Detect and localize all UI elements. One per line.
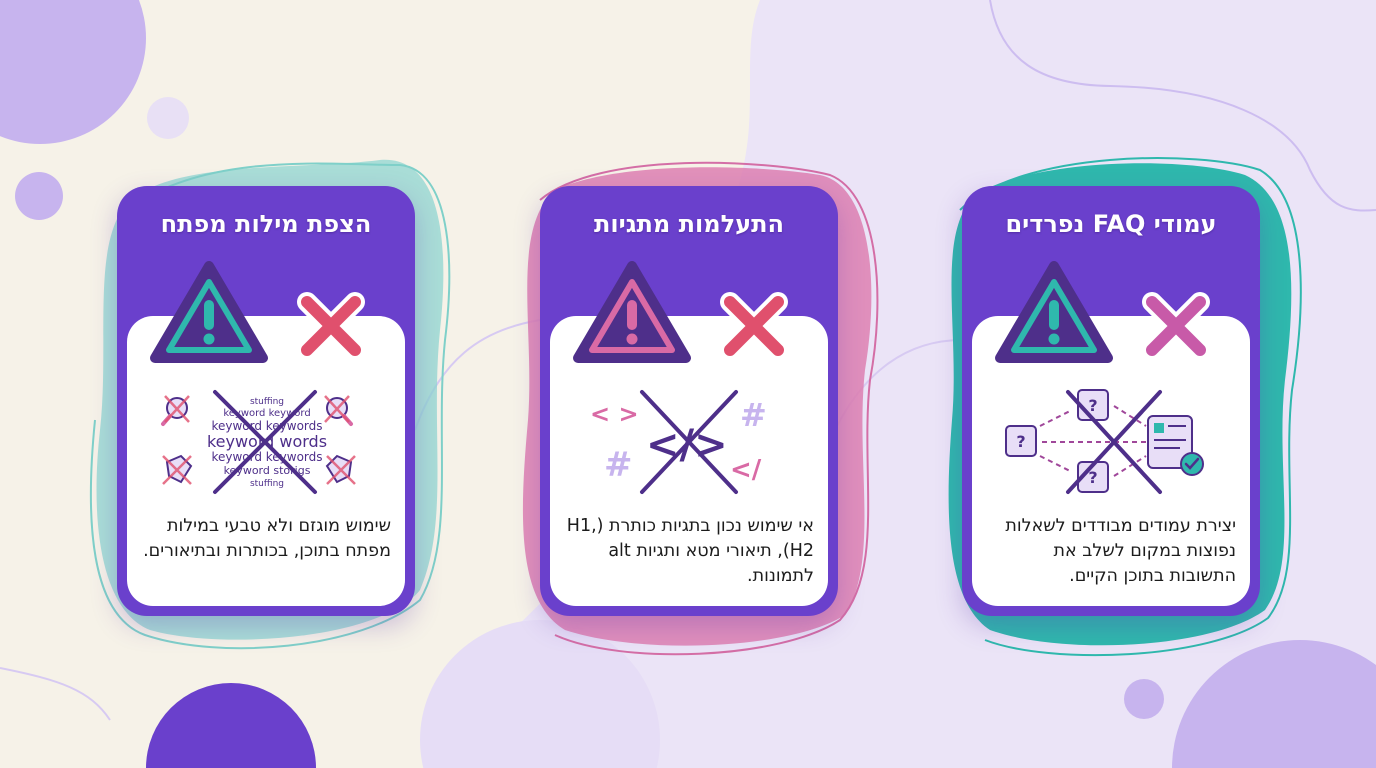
tag-icon: [325, 454, 356, 485]
card-title: הצפת מילות מפתח: [160, 210, 372, 238]
question-box-icon: ?: [1005, 425, 1037, 457]
card-frame: הצפת מילות מפתח: [117, 186, 415, 616]
decor-circle-large: [0, 0, 146, 144]
card-description: שימוש מוגזם ולא טבעי במילות מפתח בתוכן, …: [143, 516, 391, 561]
svg-text:?: ?: [1016, 432, 1025, 451]
svg-text:keyword keywords: keyword keywords: [211, 419, 322, 433]
card-title: התעלמות מתגיות: [594, 210, 784, 238]
red-x-icon: [720, 292, 788, 360]
magenta-x-icon: [1142, 292, 1210, 360]
svg-text:keyword keywords: keyword keywords: [211, 450, 322, 464]
svg-text:stuffing: stuffing: [250, 479, 284, 489]
svg-text:?: ?: [1088, 396, 1097, 415]
html-tags-illustration: < > </> # # </: [590, 390, 767, 494]
card-frame: התעלמות מתגיות < > </> # # </ אי שימוש נ…: [540, 186, 838, 616]
card-description: אי שימוש נכון בתגיות כותרת (H1, H2), תיא…: [566, 516, 814, 586]
magnifier-icon: [161, 395, 190, 426]
warning-triangle-icon: [995, 261, 1113, 363]
card-keyword-stuffing: הצפת מילות מפתח: [117, 186, 415, 616]
magnifier-icon: [324, 395, 353, 426]
document-icon: [1147, 415, 1193, 469]
tag-icon: [162, 454, 193, 485]
hashtag-icon: #: [604, 445, 633, 485]
card-body: [972, 316, 1250, 606]
card-separate-faq-pages: עמודי FAQ נפרדים ? ?: [962, 186, 1260, 616]
red-x-icon: [297, 292, 365, 360]
faq-flow-illustration: ? ? ?: [1005, 389, 1204, 494]
checkmark-icon: [1180, 452, 1204, 476]
hashtag-icon: #: [740, 396, 767, 434]
svg-text:keyword keyword: keyword keyword: [223, 408, 310, 419]
warning-triangle-icon: [573, 261, 691, 363]
card-body: [550, 316, 828, 606]
keyword-cloud-illustration: stuffing keyword keyword keyword keyword…: [161, 390, 356, 494]
svg-text:?: ?: [1088, 468, 1097, 487]
svg-text:stuffing: stuffing: [250, 397, 284, 407]
card-ignoring-tags: התעלמות מתגיות < > </> # # </ אי שימוש נ…: [540, 186, 838, 616]
card-description: יצירת עמודים מבודדים לשאלות נפוצות במקום…: [1005, 516, 1236, 586]
angle-brackets-icon: < >: [590, 400, 639, 428]
closing-tag-icon: </: [730, 455, 762, 485]
warning-triangle-icon: [150, 261, 268, 363]
card-title: עמודי FAQ נפרדים: [1005, 210, 1217, 238]
card-frame: עמודי FAQ נפרדים ? ?: [962, 186, 1260, 616]
